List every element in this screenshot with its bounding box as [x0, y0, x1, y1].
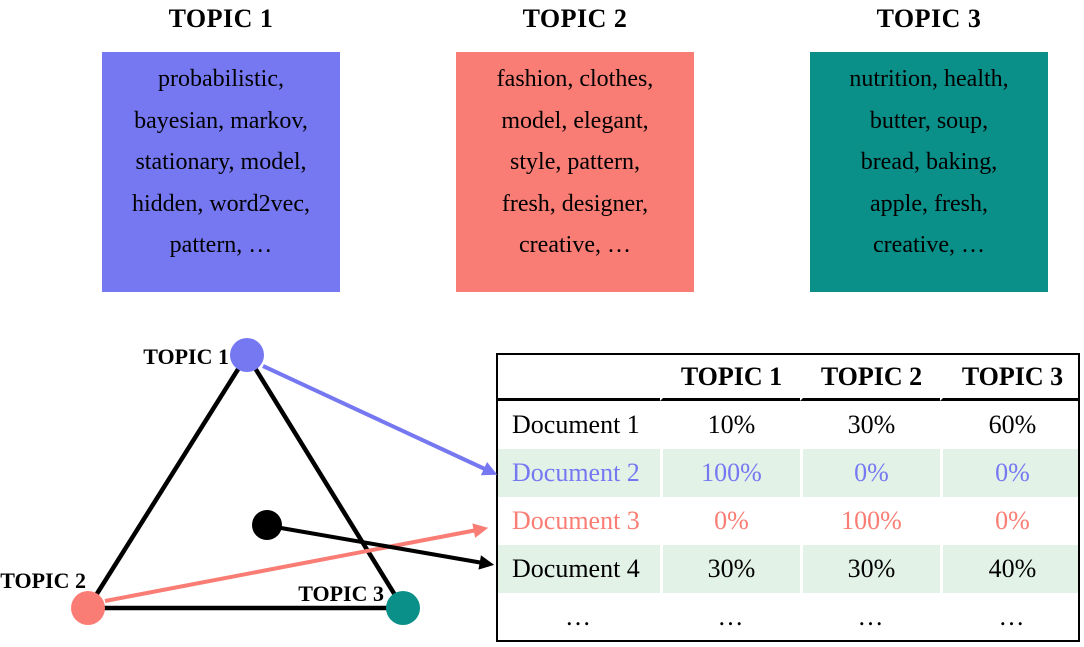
cell-topic3: 0% [940, 497, 1078, 545]
table-row-document-1: Document 1 10% 30% 60% [498, 401, 1078, 449]
word-line: pattern, … [169, 232, 273, 258]
topic-2-group: TOPIC 2 fashion, clothes, model, elegant… [456, 0, 694, 292]
topic-3-group: TOPIC 3 nutrition, health, butter, soup,… [810, 0, 1048, 292]
topic-2-vertex [71, 591, 105, 625]
topic-1-word-box: probabilistic, bayesian, markov, station… [102, 52, 340, 292]
vertex-label-topic-3: TOPIC 3 [298, 581, 384, 606]
triangle-edge-left [86, 353, 249, 610]
table-header-empty [498, 355, 660, 401]
row-label: … [565, 602, 593, 631]
table-row-ellipsis: … … … … [498, 593, 1078, 640]
cell-topic2: 100% [800, 497, 940, 545]
word-line: fresh, designer, [501, 190, 649, 217]
word-line: bayesian, markov, [134, 107, 308, 134]
topic-2-heading: TOPIC 2 [522, 4, 628, 33]
topic-3-vertex [386, 591, 420, 625]
topic-1-group: TOPIC 1 probabilistic, bayesian, markov,… [102, 0, 340, 292]
cell-topic1: 30% [660, 545, 800, 593]
word-line: probabilistic, [158, 66, 284, 92]
topic-3-word-box: nutrition, health, butter, soup, bread, … [810, 52, 1048, 292]
row-label: Document 4 [512, 554, 640, 583]
word-line: hidden, word2vec, [132, 190, 310, 217]
word-line: fashion, clothes, [496, 66, 654, 92]
cell-topic2: 30% [800, 545, 940, 593]
cell-topic1: 100% [660, 449, 800, 497]
cell-topic2: 0% [800, 449, 940, 497]
arrow-document-point-to-document4 [280, 526, 495, 570]
cell-topic3: 0% [940, 449, 1078, 497]
topic-1-heading: TOPIC 1 [168, 4, 274, 33]
arrow-topic1-to-document2 [262, 364, 498, 476]
interior-document-point [252, 510, 282, 540]
table-row-document-3: Document 3 0% 100% 0% [498, 497, 1078, 545]
topic-3-heading: TOPIC 3 [876, 4, 982, 33]
vertex-label-topic-2: TOPIC 2 [0, 568, 86, 593]
word-line: style, pattern, [510, 149, 640, 175]
word-line: model, elegant, [501, 107, 649, 134]
table-header-row: TOPIC 1 TOPIC 2 TOPIC 3 [498, 355, 1078, 401]
cell-topic1: … [660, 593, 800, 640]
vertex-label-topic-1: TOPIC 1 [143, 344, 229, 369]
word-line: nutrition, health, [849, 66, 1009, 92]
table-header-topic-2: TOPIC 2 [800, 355, 940, 401]
word-line: creative, … [519, 232, 631, 258]
word-line: butter, soup, [869, 107, 989, 134]
triangle-edge-right [245, 353, 405, 610]
word-line: creative, … [873, 232, 985, 258]
cell-topic2: … [800, 593, 940, 640]
cell-topic1: 0% [660, 497, 800, 545]
topic-2-word-box: fashion, clothes, model, elegant, style,… [456, 52, 694, 292]
row-label: Document 2 [512, 458, 640, 487]
cell-topic3: 40% [940, 545, 1078, 593]
word-line: stationary, model, [135, 149, 307, 175]
table-header-topic-3: TOPIC 3 [940, 355, 1078, 401]
cell-topic2: 30% [800, 401, 940, 449]
table-header-topic-1: TOPIC 1 [660, 355, 800, 401]
row-label: Document 1 [512, 410, 640, 439]
row-label: Document 3 [512, 506, 640, 535]
cell-topic3: 60% [940, 401, 1078, 449]
table-row-document-4: Document 4 30% 30% 40% [498, 545, 1078, 593]
word-line: bread, baking, [860, 149, 998, 175]
cell-topic3: … [940, 593, 1078, 640]
cell-topic1: 10% [660, 401, 800, 449]
arrow-topic2-to-document3 [104, 523, 489, 603]
document-topic-table: TOPIC 1 TOPIC 2 TOPIC 3 Document 1 10% 3… [496, 353, 1080, 642]
table-row-document-2: Document 2 100% 0% 0% [498, 449, 1078, 497]
word-line: apple, fresh, [870, 190, 988, 217]
topic-1-vertex [230, 338, 264, 372]
